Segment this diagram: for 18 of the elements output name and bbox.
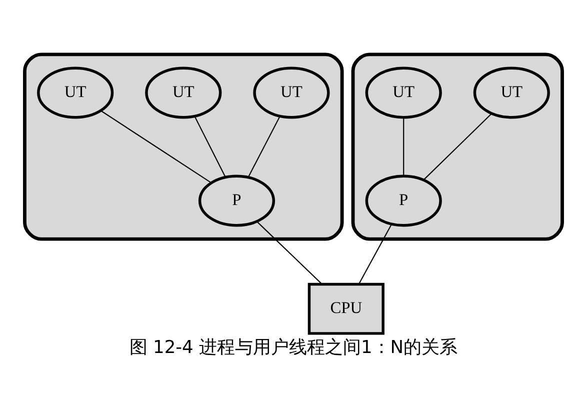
node-ellipse: UT (365, 66, 442, 119)
cluster (23, 52, 344, 241)
connector (403, 117, 404, 176)
node-box: CPU (308, 282, 384, 335)
caption: 图 12-4 进程与用户线程之间1：N的关系 (129, 337, 458, 358)
connector (100, 110, 212, 184)
connector (256, 221, 322, 284)
node-ellipse: UT (253, 66, 330, 119)
node-ellipse: P (198, 174, 276, 227)
connector (248, 116, 280, 178)
node-ellipse: UT (37, 66, 114, 119)
cluster (351, 52, 564, 241)
node-ellipse: UT (145, 66, 222, 119)
node-ellipse: UT (473, 66, 550, 119)
connector (358, 224, 392, 284)
connector (194, 116, 226, 178)
node-ellipse: P (365, 174, 442, 227)
connector (423, 114, 492, 180)
